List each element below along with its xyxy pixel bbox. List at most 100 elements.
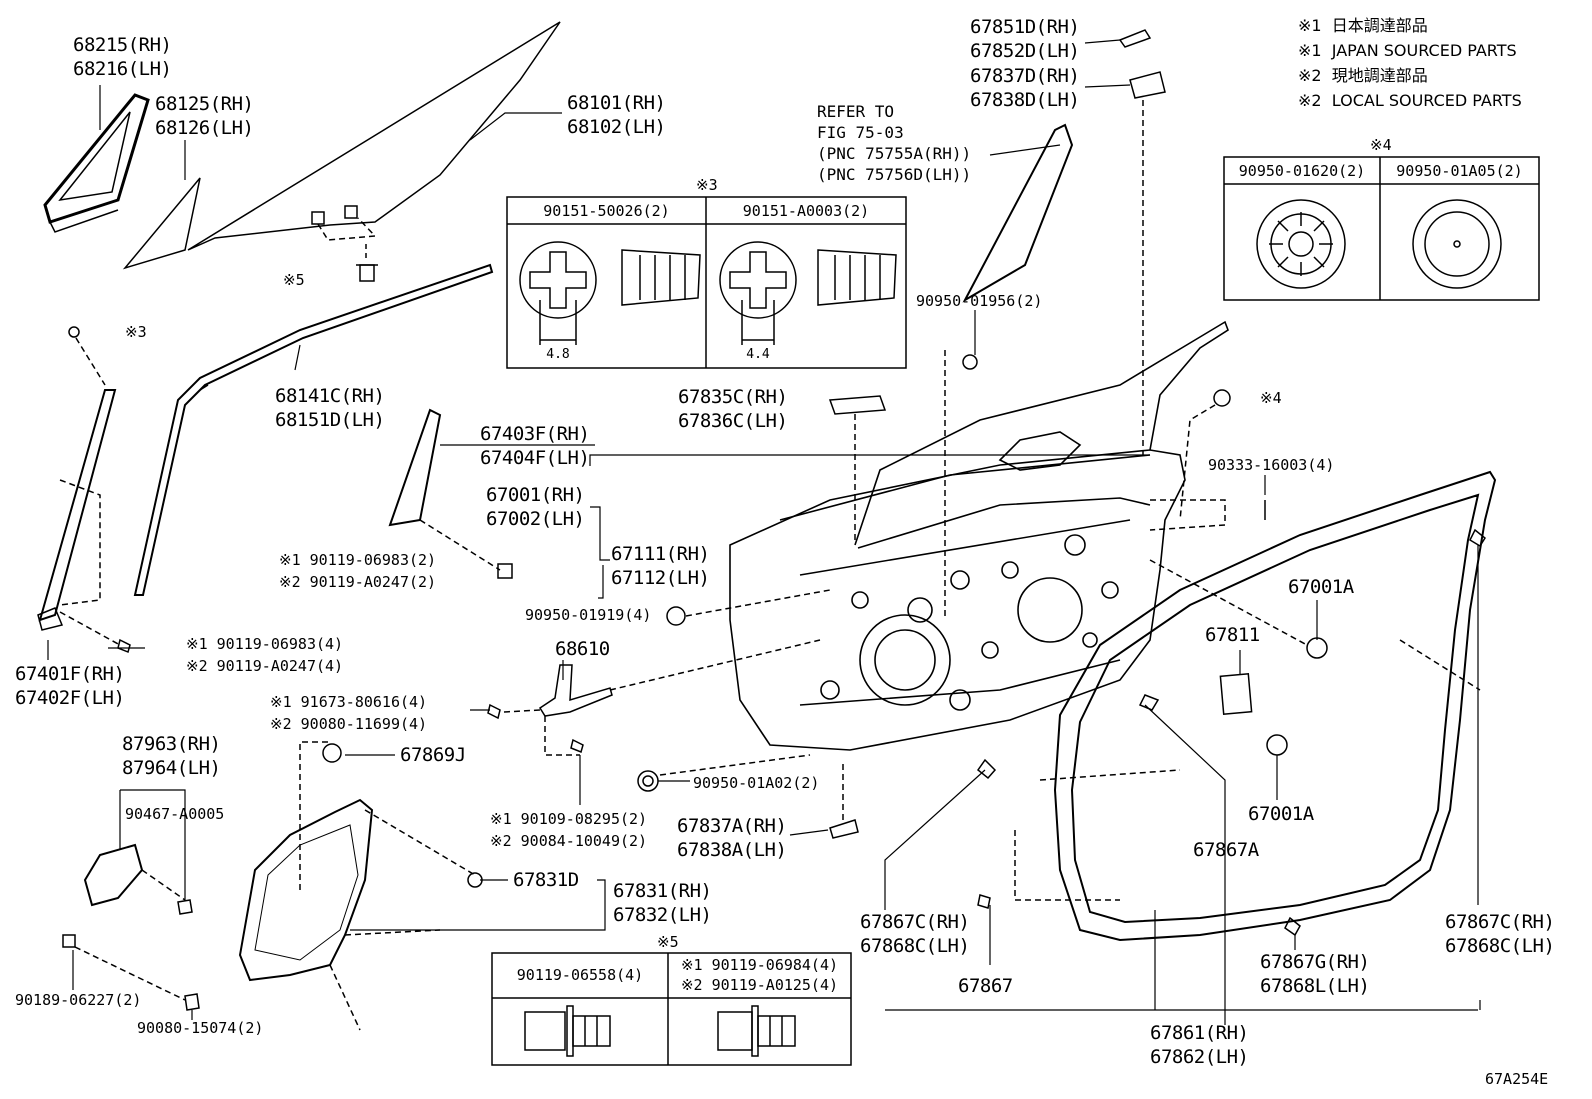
callout-87964-lh: 87964(LH) xyxy=(122,757,221,779)
front-division-channel xyxy=(388,408,442,527)
rear-division-bar xyxy=(37,326,117,631)
table-bolts-frame xyxy=(491,952,852,1066)
note-local-jp: ※2 現地調達部品 xyxy=(1298,66,1428,85)
grommet-67869J xyxy=(322,743,342,763)
label-67867: 67867 xyxy=(958,975,1013,997)
bolt-note5 xyxy=(356,240,378,282)
callout-bolt-90084-local: ※2 90084-10049(2) xyxy=(490,832,648,850)
screw-dim-1: 4.8 xyxy=(546,347,570,362)
callout-67401f-rh: 67401F(RH) xyxy=(15,663,125,685)
callout-68126-lh: 68126(LH) xyxy=(155,117,254,139)
label-90333-16003: 90333-16003(4) xyxy=(1208,456,1335,474)
table-bolts-title: ※5 xyxy=(657,933,679,951)
label-90467-a0005: 90467-A0005 xyxy=(125,805,225,823)
table-screws-header-1: 90151-50026(2) xyxy=(543,202,670,220)
screw-phillips-48 xyxy=(519,241,701,345)
door-panel xyxy=(729,320,1229,751)
callout-67851d-rh: 67851D(RH) xyxy=(970,16,1080,38)
callout-67867c-rh-right: 67867C(RH) xyxy=(1445,911,1555,933)
label-note5: ※5 xyxy=(283,271,305,289)
clip-67831D xyxy=(467,872,483,888)
callout-68125-rh: 68125(RH) xyxy=(155,93,254,115)
label-67831d: 67831D xyxy=(513,869,579,891)
table-screws-frame xyxy=(506,196,907,369)
callout-bolt-90119-2-local: ※2 90119-A0247(2) xyxy=(279,573,437,591)
quarter-glass xyxy=(122,177,201,270)
window-garnish xyxy=(962,123,1074,303)
callout-67862-lh: 67862(LH) xyxy=(1150,1046,1249,1068)
hole-plug-01956 xyxy=(962,354,978,370)
callout-bolt-90119-4-local: ※2 90119-A0247(4) xyxy=(186,657,344,675)
callout-clip-90080-local: ※2 90080-11699(4) xyxy=(270,715,428,733)
service-hole-cover xyxy=(238,798,374,982)
refer-line-2: FIG 75-03 xyxy=(817,123,904,142)
callout-87963-rh: 87963(RH) xyxy=(122,733,221,755)
figure-code: 67A254E xyxy=(1485,1070,1549,1088)
table-bolts-header-1: 90119-06558(4) xyxy=(516,966,644,984)
callout-67852d-lh: 67852D(LH) xyxy=(970,40,1080,62)
callout-68141c-rh: 68141C(RH) xyxy=(275,385,385,407)
glass-run xyxy=(133,263,494,596)
callout-68151d-lh: 68151D(LH) xyxy=(275,409,385,431)
callout-67002-lh: 67002(LH) xyxy=(486,508,585,530)
seal-67001A-lower xyxy=(1266,734,1288,756)
table-screws-header-2: 90151-A0003(2) xyxy=(742,202,870,220)
table-screws-title: ※3 xyxy=(696,176,718,194)
callout-68102-lh: 68102(LH) xyxy=(567,116,666,138)
table-plugs-frame xyxy=(1223,156,1540,301)
door-weatherstrip xyxy=(1053,470,1497,942)
callout-68216-lh: 68216(LH) xyxy=(73,58,172,80)
table-plugs-header-1: 90950-01620(2) xyxy=(1238,162,1366,180)
label-90950-01a02: 90950-01A02(2) xyxy=(693,774,820,792)
callout-68215-rh: 68215(RH) xyxy=(73,34,172,56)
callout-67831-rh: 67831(RH) xyxy=(613,880,712,902)
plug-round-01A05 xyxy=(1412,199,1502,289)
callout-67867g-rh: 67867G(RH) xyxy=(1260,951,1370,973)
refer-line-1: REFER TO xyxy=(817,102,895,121)
callout-67402f-lh: 67402F(LH) xyxy=(15,687,125,709)
hole-plug-01A02 xyxy=(637,770,659,792)
seal-67001A-upper xyxy=(1306,637,1328,659)
clip-91673 xyxy=(487,703,501,720)
callout-67835c-rh: 67835C(RH) xyxy=(678,386,788,408)
callout-67861-rh: 67861(RH) xyxy=(1150,1022,1249,1044)
callout-clip-91673-jp: ※1 91673-80616(4) xyxy=(270,693,428,711)
refer-line-3: (PNC 75755A(RH)) xyxy=(817,144,972,163)
note-japan-jp: ※1 日本調達部品 xyxy=(1298,16,1428,35)
callout-67867c-rh-left: 67867C(RH) xyxy=(860,911,970,933)
door-glass xyxy=(187,21,561,251)
module-87963 xyxy=(83,843,186,907)
callout-bolt-90119-2-jp: ※1 90119-06983(2) xyxy=(279,551,437,569)
callout-67001-rh: 67001(RH) xyxy=(486,484,585,506)
door-check-68610 xyxy=(538,639,821,756)
label-67869j: 67869J xyxy=(400,744,466,766)
label-67001a-lower: 67001A xyxy=(1248,803,1314,825)
callout-67837a-rh: 67837A(RH) xyxy=(677,815,787,837)
hole-plug-01919 xyxy=(666,606,686,626)
bolt-67401 xyxy=(117,638,131,654)
plug-gear-01620 xyxy=(1256,199,1346,289)
callout-67868c-lh-left: 67868C(LH) xyxy=(860,935,970,957)
callout-67838d-lh: 67838D(LH) xyxy=(970,89,1080,111)
bolt-90080 xyxy=(184,993,200,1011)
label-68610: 68610 xyxy=(555,638,610,660)
label-90189-06227: 90189-06227(2) xyxy=(15,991,142,1009)
clip-67867A xyxy=(1138,694,1160,711)
bracket-67837A xyxy=(829,819,859,839)
bolt-flanged-06558 xyxy=(524,1005,611,1057)
screw-dim-2: 4.4 xyxy=(746,347,770,362)
label-67811: 67811 xyxy=(1205,624,1260,646)
bracket-67837D xyxy=(1129,71,1166,99)
callout-bolt-90119-4-jp: ※1 90119-06983(4) xyxy=(186,635,344,653)
note-local-en: ※2 LOCAL SOURCED PARTS xyxy=(1298,91,1522,110)
clip-67867C-left xyxy=(976,758,997,780)
bracket-67835C xyxy=(828,395,887,415)
table-bolts-header-3: ※2 90119-A0125(4) xyxy=(680,976,839,994)
pad-67811 xyxy=(1219,673,1253,715)
label-67001a-upper: 67001A xyxy=(1288,576,1354,598)
callout-67403f-rh: 67403F(RH) xyxy=(480,423,590,445)
clip-67867C-right xyxy=(1469,528,1486,548)
table-plugs-header-2: 90950-01A05(2) xyxy=(1396,162,1523,180)
